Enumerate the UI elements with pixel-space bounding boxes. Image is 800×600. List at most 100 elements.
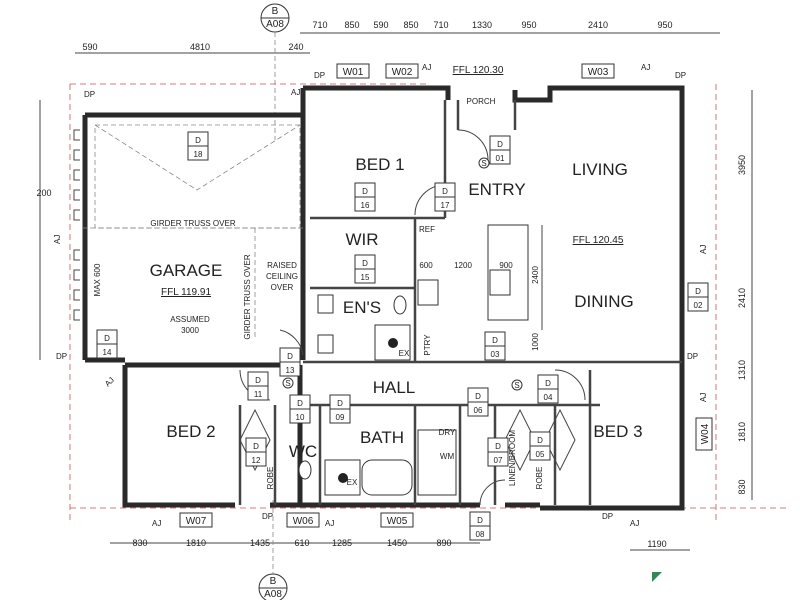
room-bath: BATH: [360, 428, 404, 447]
room-bed2: BED 2: [166, 422, 215, 441]
dp-marker-5: DP: [687, 352, 698, 361]
window-labels: W01 W02 W03 W04 W05 W06 W07: [179, 63, 713, 528]
room-dining: DINING: [574, 292, 634, 311]
robe-details: [239, 408, 576, 472]
dim-top-4: 850: [403, 20, 418, 30]
label-assumed: ASSUMED: [170, 315, 210, 324]
section-marker-top: B A08: [260, 3, 290, 140]
window-w05: W05: [387, 516, 408, 527]
dim-bottom-7: 890: [436, 538, 451, 548]
svg-text:02: 02: [694, 301, 703, 310]
dp-marker-3: DP: [675, 71, 686, 80]
door-tag-16: D16: [354, 182, 376, 212]
svg-text:D: D: [492, 336, 498, 345]
svg-text:D: D: [287, 352, 293, 361]
label-raised-1: RAISED: [267, 261, 297, 270]
svg-text:06: 06: [474, 406, 483, 415]
label-max600: MAX 600: [93, 263, 102, 296]
svg-text:11: 11: [254, 390, 263, 399]
svg-text:08: 08: [476, 530, 485, 539]
door-tag-17: D 17: [434, 182, 456, 212]
section-top-sheet: A08: [266, 19, 284, 30]
service-markers: DP AJ DP AJ AJ DP DP AJ AJ AJ DP AJ AJ D…: [53, 63, 708, 528]
aj-marker-5: AJ: [699, 245, 708, 254]
label-ptry: PTRY: [423, 334, 432, 356]
label-ex-ens: EX: [399, 349, 410, 358]
svg-text:13: 13: [286, 366, 295, 375]
svg-text:15: 15: [361, 273, 370, 282]
door-tag-05: D05: [529, 431, 551, 461]
dim-top-8: 2410: [588, 20, 608, 30]
label-ex-bath: EX: [347, 478, 358, 487]
door-tags: D18 D16 D17 D01 D15 D14 D13 D03 D11 D10 …: [96, 131, 709, 541]
door-tag-13: D 13: [279, 347, 301, 377]
dim-right-3: 1310: [737, 360, 747, 380]
svg-text:18: 18: [194, 150, 203, 159]
bottom-dimensions: 830 1810 1435 610 1285 1450 890 1190: [132, 538, 666, 549]
dp-marker-4: DP: [56, 352, 67, 361]
label-ref: REF: [419, 225, 435, 234]
aj-marker-10: AJ: [630, 519, 639, 528]
aj-marker-1: AJ: [291, 88, 300, 97]
label-assumed-val: 3000: [181, 326, 199, 335]
svg-text:D: D: [537, 436, 543, 445]
dim-bottom-2: 1810: [186, 538, 206, 548]
boundary-line: [69, 83, 790, 520]
aj-marker-9: AJ: [325, 519, 334, 528]
dim-kitchen-900: 900: [499, 261, 513, 270]
room-living: LIVING: [572, 160, 628, 179]
dim-top-9: 950: [657, 20, 672, 30]
aj-marker-2: AJ: [422, 63, 431, 72]
svg-text:17: 17: [441, 201, 450, 210]
svg-text:D: D: [297, 399, 303, 408]
aj-marker-7: AJ: [103, 375, 116, 388]
label-wm: WM: [440, 452, 455, 461]
door-tag-09: D09: [329, 394, 351, 424]
dim-top-5: 710: [433, 20, 448, 30]
door-tag-14: D14: [96, 329, 118, 359]
door-tag-03: D03: [484, 331, 506, 361]
room-wir: WIR: [345, 230, 378, 249]
svg-text:D: D: [477, 516, 483, 525]
dimension-lines: [39, 32, 753, 551]
dp-marker-6: DP: [262, 512, 273, 521]
svg-text:D: D: [495, 442, 501, 451]
walls: [82, 85, 685, 511]
room-wc: WC: [289, 442, 317, 461]
svg-text:16: 16: [361, 201, 370, 210]
svg-text:D: D: [362, 259, 368, 268]
dim-second-3: 240: [288, 42, 303, 52]
room-ens: EN'S: [343, 298, 381, 317]
dim-kitchen-1200: 1200: [454, 261, 472, 270]
label-raised-3: OVER: [271, 283, 294, 292]
dim-top-1: 710: [312, 20, 327, 30]
svg-text:D: D: [545, 379, 551, 388]
dim-second-2: 4810: [190, 42, 210, 52]
window-w02: W02: [392, 67, 413, 78]
green-marker-icon: [652, 572, 662, 582]
section-bottom-sheet: A08: [264, 589, 282, 600]
svg-text:D: D: [195, 136, 201, 145]
garage-ffl: FFL 119.91: [161, 287, 211, 298]
dim-top-3: 590: [373, 20, 388, 30]
label-robe-bed2: ROBE: [266, 467, 275, 490]
top-dimensions: 710 850 590 850 710 1330 950 2410 950 59…: [82, 20, 672, 52]
room-entry: ENTRY: [468, 180, 525, 199]
svg-text:D: D: [255, 376, 261, 385]
dim-top-6: 1330: [472, 20, 492, 30]
svg-text:D: D: [337, 399, 343, 408]
svg-text:D: D: [695, 287, 701, 296]
kitchen-island: [417, 224, 543, 330]
window-w07: W07: [186, 516, 207, 527]
svg-text:D: D: [442, 187, 448, 196]
label-girder-top: GIRDER TRUSS OVER: [150, 219, 235, 228]
svg-text:D: D: [253, 442, 259, 451]
label-girder-side: GIRDER TRUSS OVER: [243, 254, 252, 339]
dim-bottom-3: 1435: [250, 538, 270, 548]
svg-text:S: S: [481, 159, 486, 168]
dim-second-1: 590: [82, 42, 97, 52]
svg-text:04: 04: [544, 393, 553, 402]
aj-marker-4: AJ: [53, 235, 62, 244]
dp-marker-1: DP: [84, 90, 95, 99]
